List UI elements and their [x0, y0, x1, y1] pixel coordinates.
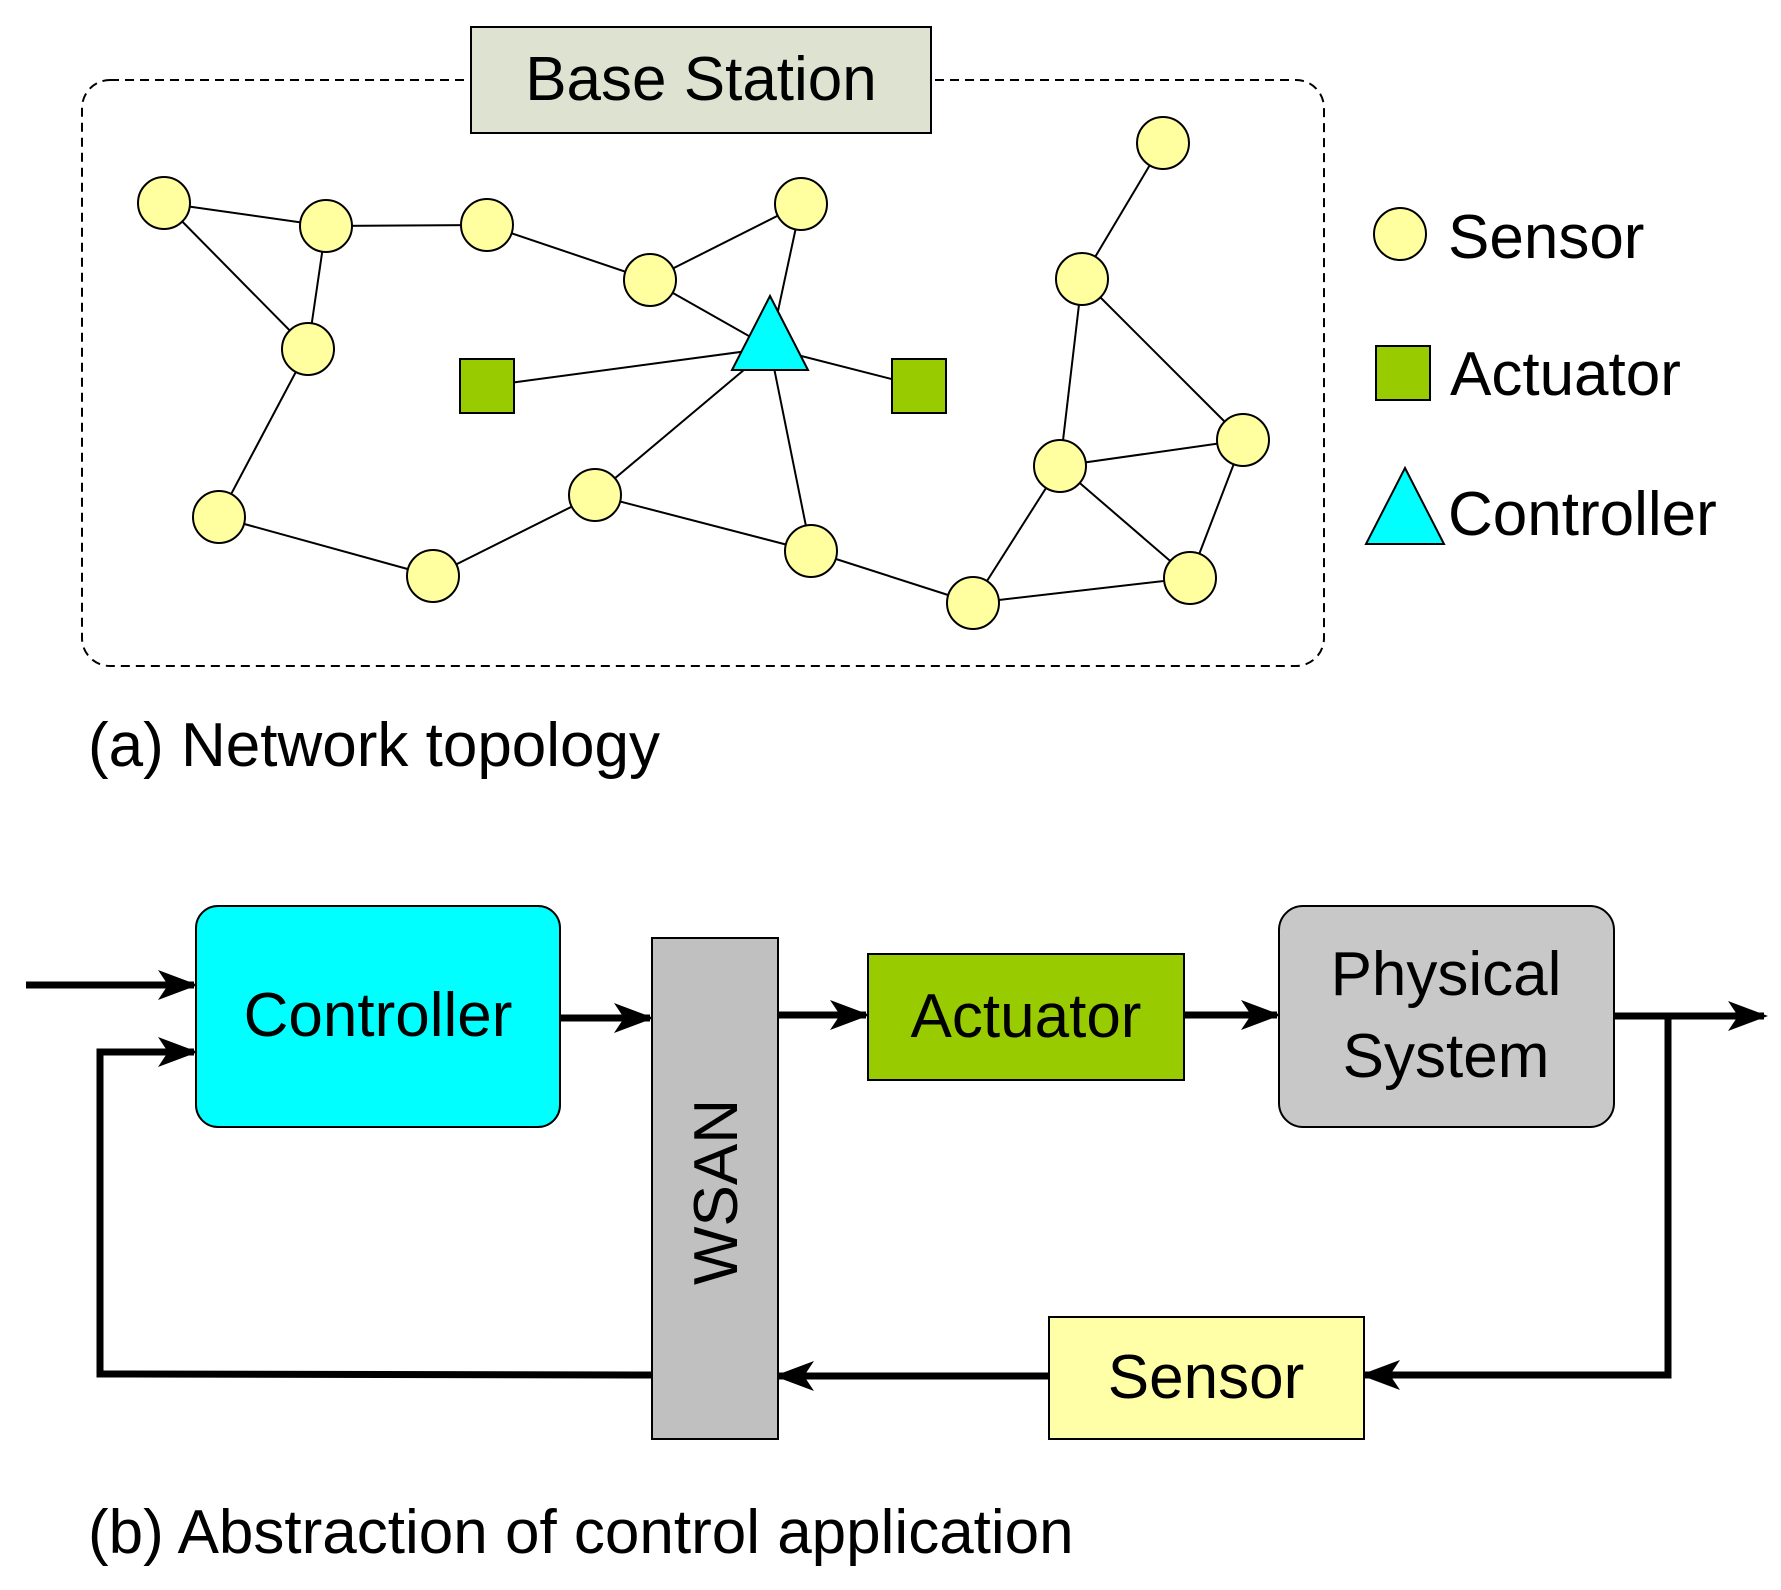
base-station-label: Base Station	[525, 45, 877, 114]
sensor-block	[1048, 1316, 1365, 1440]
sensor-node	[568, 468, 622, 522]
network-link	[649, 203, 802, 281]
feedback-return-arrow	[96, 1037, 653, 1379]
legend-sensor-label: Sensor	[1448, 203, 1644, 272]
base-station-boundary	[81, 79, 1325, 667]
network-link	[218, 348, 309, 518]
control-caption: (b) Abstraction of control application	[88, 1498, 1074, 1567]
network-link	[972, 577, 1191, 604]
sensor-nodes	[137, 116, 1270, 630]
sensor-node	[1216, 413, 1270, 467]
network-link	[1059, 465, 1191, 579]
wsan-block	[651, 937, 779, 1440]
sensor-node	[192, 490, 246, 544]
sensor-node	[299, 199, 353, 253]
topology-caption: (a) Network topology	[88, 711, 660, 780]
actuator-block	[867, 953, 1185, 1081]
network-link	[1059, 439, 1244, 467]
sensor-node	[1033, 439, 1087, 493]
legend-controller-icon	[1364, 465, 1446, 545]
legend: Sensor Actuator Controller	[1364, 203, 1717, 549]
sensor-node	[774, 177, 828, 231]
base-station-box	[470, 26, 932, 134]
sensor-node	[1163, 551, 1217, 605]
legend-actuator-icon	[1375, 345, 1431, 401]
legend-controller-label: Controller	[1448, 480, 1717, 549]
controller-block-label: Controller	[244, 981, 513, 1050]
legend-sensor-icon	[1373, 207, 1427, 261]
actuator-node	[459, 358, 515, 414]
sensor-node	[946, 576, 1000, 630]
network-link	[1081, 278, 1244, 441]
sensor-node	[1136, 116, 1190, 170]
physical-system-label-line2: System	[1343, 1022, 1550, 1091]
physical-system-label-line1: Physical	[1331, 940, 1562, 1009]
physical-system-block	[1278, 905, 1615, 1128]
network-link	[810, 550, 974, 604]
network-link	[594, 494, 812, 552]
sensor-node	[1055, 252, 1109, 306]
actuator-block-label: Actuator	[911, 982, 1142, 1051]
actuator-node	[891, 358, 947, 414]
wsan-block-label: WSAN	[682, 1099, 751, 1285]
network-link	[972, 465, 1061, 604]
network-link	[163, 202, 309, 350]
sensor-node	[137, 176, 191, 230]
legend-actuator-label: Actuator	[1450, 340, 1681, 409]
network-topology-panel: Base Station Sensor Actuator Controller …	[81, 26, 1717, 780]
sensor-node	[623, 253, 677, 307]
network-link	[432, 494, 596, 577]
sensor-block-label: Sensor	[1108, 1343, 1304, 1412]
sensor-node	[281, 322, 335, 376]
network-link	[594, 347, 771, 496]
sensor-node	[784, 524, 838, 578]
controller-block	[195, 905, 561, 1128]
sensor-node	[460, 198, 514, 252]
control-application-panel: Controller WSAN Actuator Physical System…	[26, 905, 1768, 1567]
actuator-nodes	[459, 358, 947, 414]
controller-node	[730, 293, 810, 371]
network-link	[1059, 278, 1083, 467]
network-link	[163, 202, 327, 227]
network-link	[486, 347, 771, 387]
output-to-sensor-arrow	[1360, 1016, 1672, 1390]
network-link	[769, 347, 812, 552]
network-link	[218, 516, 434, 577]
signal-flow	[26, 970, 1768, 1391]
sensor-node	[406, 549, 460, 603]
network-link	[486, 224, 651, 281]
